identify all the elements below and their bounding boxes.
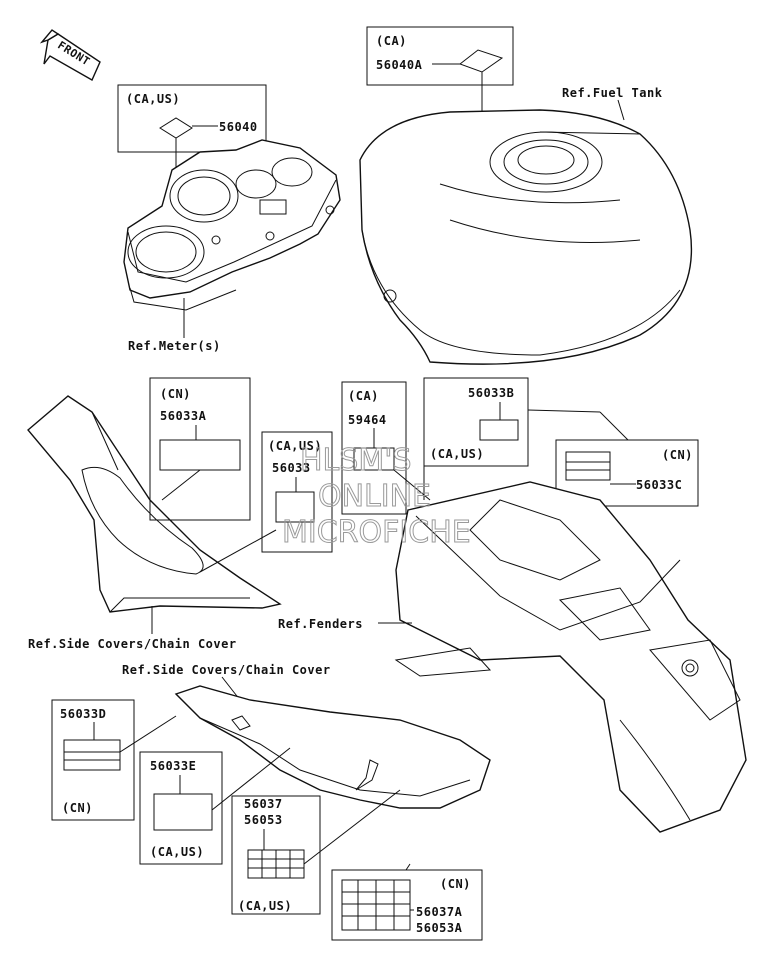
ref-meter: Ref.Meter(s): [128, 339, 221, 353]
p56040-box: [117, 84, 267, 153]
fuel-tank-group: (CA) 56040A Ref.Fuel Tank: [359, 26, 693, 365]
chain-cover-group: Ref.Side Covers/Chain Cover 56033D (CN) …: [51, 663, 491, 941]
ref-fenders: Ref.Fenders: [278, 617, 363, 631]
watermark-line-1: HLSM'S: [300, 443, 412, 478]
p56033C-region: (CN): [662, 448, 693, 462]
p56040-region: (CA,US): [126, 92, 180, 106]
rear-fender: [394, 481, 747, 833]
p56033-box: [261, 431, 333, 553]
side-cover-1: [27, 395, 282, 613]
p56033A-number: 56033A: [160, 409, 207, 423]
p56033B-box: [423, 377, 529, 467]
p56033C-label-shape: [565, 451, 611, 481]
p56033E-number: 56033E: [150, 759, 196, 773]
p56033D-number: 56033D: [60, 707, 106, 721]
p56040A-region: (CA): [376, 34, 407, 48]
meter-cluster: [123, 139, 341, 311]
p56033E-region: (CA,US): [150, 845, 204, 859]
p56033-label-shape: [275, 491, 315, 523]
chain-cover: [174, 685, 491, 809]
watermark: HLSM'S ONLINE MICROFICHE: [282, 443, 472, 551]
p56040A-number: 56040A: [376, 58, 423, 72]
p56040-number: 56040: [219, 120, 258, 134]
p56033C-box: [555, 439, 699, 507]
fuel-tank: [359, 109, 693, 365]
p56040-label-shape: [159, 117, 193, 139]
ref-side-covers-1: Ref.Side Covers/Chain Cover: [28, 637, 237, 651]
p56033B-label-shape: [479, 419, 519, 441]
p56037A-number-1: 56037A: [416, 905, 463, 919]
p56037-number-1: 56037: [244, 797, 283, 811]
p56037-number-2: 56053: [244, 813, 283, 827]
p56033C-group: (CN) 56033C: [555, 411, 699, 507]
p56033D-region: (CN): [62, 801, 93, 815]
p59464-region: (CA): [348, 389, 379, 403]
p59464-label-shape: [353, 447, 395, 471]
p56033E-box: [139, 751, 223, 865]
p56033A-region: (CN): [160, 387, 191, 401]
p56037A-region: (CN): [440, 877, 471, 891]
p56037A-number-2: 56053A: [416, 921, 463, 935]
watermark-line-3: MICROFICHE: [282, 515, 471, 550]
p56040A-box: [366, 26, 514, 86]
p56033E-label-shape: [153, 793, 213, 831]
p56033D-box: [51, 699, 135, 821]
p56033-number: 56033: [272, 461, 311, 475]
watermark-line-2: ONLINE: [318, 479, 431, 514]
p56037-box: [231, 795, 321, 915]
p56033B-number: 56033B: [468, 386, 514, 400]
p56033C-number: 56033C: [636, 478, 682, 492]
p56033B-region: (CA,US): [430, 447, 484, 461]
side-cover-1-group: Ref.Side Covers/Chain Cover (CN) 56033A …: [27, 377, 333, 651]
p59464-group: (CA) 59464: [341, 381, 431, 515]
ref-side-covers-2: Ref.Side Covers/Chain Cover: [122, 663, 331, 677]
p56033D-label-shape: [63, 739, 121, 771]
p59464-number: 59464: [348, 413, 387, 427]
p56033B-group: 56033B (CA,US): [423, 377, 601, 500]
p56033A-box: [149, 377, 251, 521]
p56033A-label-shape: [159, 439, 241, 471]
p56033-region: (CA,US): [268, 439, 322, 453]
front-arrow-icon: FRONT: [39, 29, 101, 81]
p59464-box: [341, 381, 407, 515]
p56040A-label-shape: [458, 49, 504, 73]
ref-fuel-tank: Ref.Fuel Tank: [562, 86, 663, 100]
meter-group: (CA,US) 56040 Ref.Meter(s): [117, 84, 341, 353]
p56037-region: (CA,US): [238, 899, 292, 913]
p56037A-box: [331, 869, 483, 941]
